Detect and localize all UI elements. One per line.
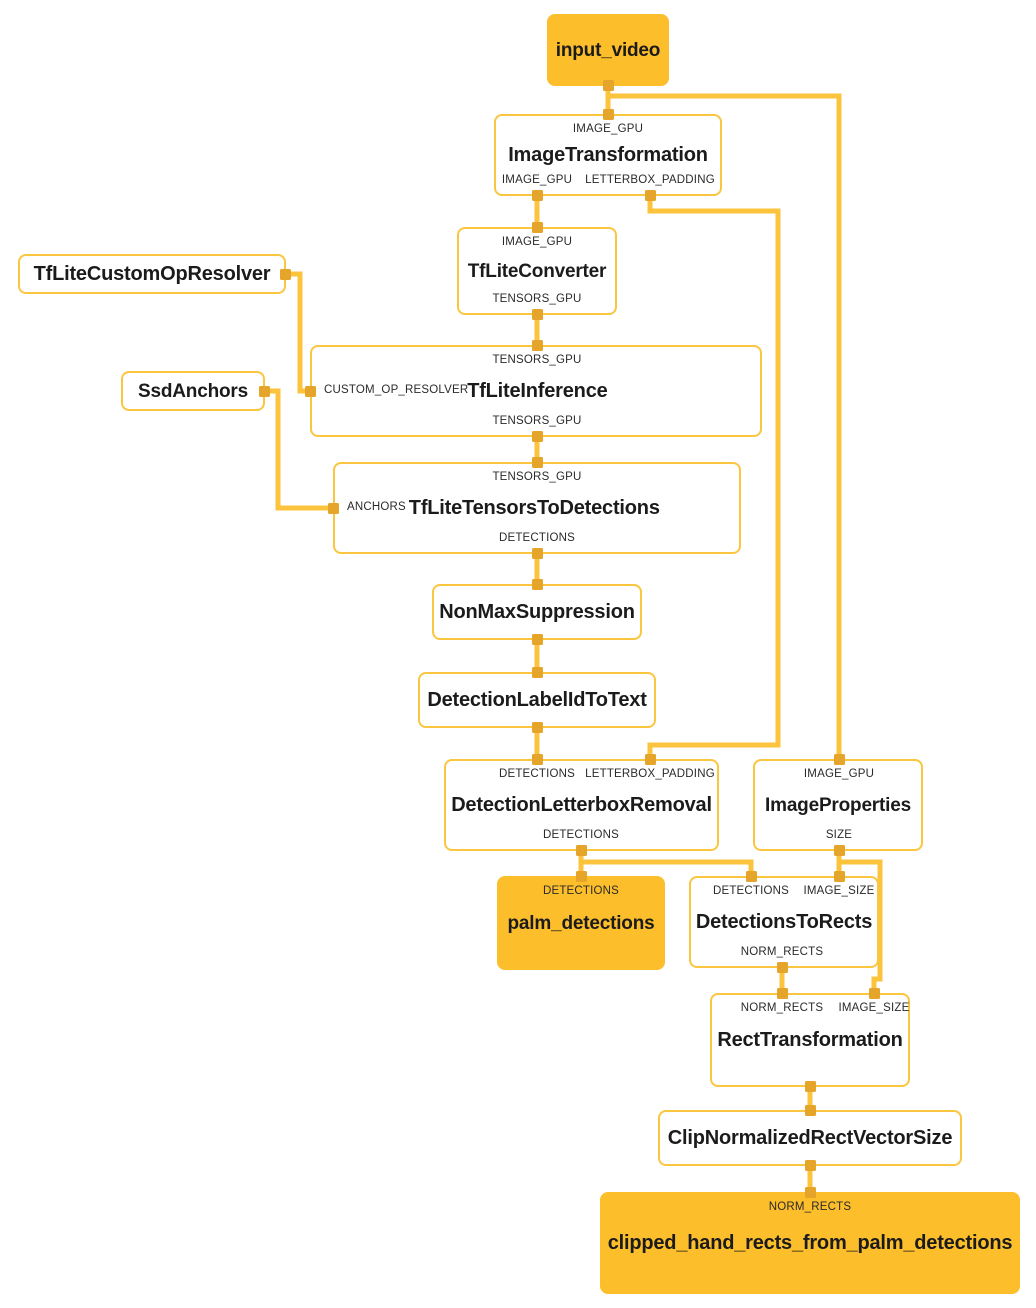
- port-label-RectTransformation-image_size: IMAGE_SIZE: [838, 1002, 910, 1014]
- node-title: palm_detections: [507, 912, 655, 934]
- node-DetectionsToRects[interactable]: DetectionsToRects: [689, 876, 879, 968]
- port-label-TfLiteTensorsToDetections-tensors_gpu: TENSORS_GPU: [492, 471, 582, 483]
- outport-NonMaxSuppression-out[interactable]: [531, 634, 543, 645]
- node-title: RectTransformation: [717, 1029, 903, 1051]
- node-TfLiteConverter[interactable]: TfLiteConverter: [457, 227, 617, 315]
- inport-TfLiteTensorsToDetections-anchors[interactable]: [328, 503, 339, 514]
- port-label-TfLiteInference-custom_op_resolver: CUSTOM_OP_RESOLVER: [324, 384, 469, 396]
- port-label-ImageTransformation-image_gpu: IMAGE_GPU: [572, 123, 644, 135]
- outport-SsdAnchors[interactable]: [259, 386, 270, 397]
- port-label-TfLiteInference-tensors_gpu: TENSORS_GPU: [492, 354, 582, 366]
- port-label-DetectionsToRects-detections: DETECTIONS: [712, 885, 790, 897]
- outport-DetectionLabelIdToText-out[interactable]: [531, 722, 543, 733]
- port-label-ImageTransformation-letterbox_padding: LETTERBOX_PADDING: [585, 174, 715, 186]
- node-ImageTransformation[interactable]: ImageTransformation: [494, 114, 722, 196]
- node-title: ClipNormalizedRectVectorSize: [667, 1127, 953, 1149]
- port-label-TfLiteConverter-image_gpu: IMAGE_GPU: [501, 236, 573, 248]
- outport-ImageTransformation-image_gpu[interactable]: [531, 190, 543, 201]
- outport-DetectionLetterboxRemoval-detections[interactable]: [575, 845, 587, 856]
- node-palm_detections[interactable]: palm_detections: [497, 876, 665, 970]
- port-label-ImageTransformation-image_gpu: IMAGE_GPU: [501, 174, 573, 186]
- node-NonMaxSuppression[interactable]: NonMaxSuppression: [432, 584, 642, 640]
- node-title: ImageTransformation: [508, 144, 708, 166]
- port-label-ImageProperties-size: SIZE: [825, 829, 853, 841]
- outport-ImageTransformation-letterbox_padding[interactable]: [644, 190, 656, 201]
- inport-RectTransformation-norm_rects[interactable]: [776, 988, 788, 999]
- outport-RectTransformation-out[interactable]: [804, 1081, 816, 1092]
- inport-DetectionLabelIdToText-in[interactable]: [531, 667, 543, 678]
- inport-DetectionLetterboxRemoval-letterbox_padding[interactable]: [644, 754, 656, 765]
- node-title: SsdAnchors: [138, 380, 248, 402]
- node-DetectionLetterboxRemoval[interactable]: DetectionLetterboxRemoval: [444, 759, 719, 851]
- port-label-RectTransformation-norm_rects: NORM_RECTS: [740, 1002, 824, 1014]
- node-title: DetectionsToRects: [695, 911, 873, 933]
- port-label-DetectionLetterboxRemoval-detections: DETECTIONS: [542, 829, 620, 841]
- node-ClipNormalizedRectVectorSize[interactable]: ClipNormalizedRectVectorSize: [658, 1110, 962, 1166]
- port-label-TfLiteInference-tensors_gpu: TENSORS_GPU: [492, 415, 582, 427]
- node-title: clipped_hand_rects_from_palm_detections: [607, 1232, 1013, 1254]
- outport-TfLiteCustomOpResolver[interactable]: [280, 269, 291, 280]
- node-title: DetectionLetterboxRemoval: [451, 794, 712, 816]
- inport-RectTransformation-image_size[interactable]: [868, 988, 880, 999]
- port-label-DetectionLetterboxRemoval-detections: DETECTIONS: [498, 768, 576, 780]
- outport-DetectionsToRects-norm_rects[interactable]: [776, 962, 788, 973]
- inport-ClipNormalizedRectVectorSize-in[interactable]: [804, 1105, 816, 1116]
- node-TfLiteCustomOpResolver[interactable]: TfLiteCustomOpResolver: [18, 254, 286, 294]
- node-title: DetectionLabelIdToText: [427, 689, 647, 711]
- node-DetectionLabelIdToText[interactable]: DetectionLabelIdToText: [418, 672, 656, 728]
- port-label-DetectionsToRects-norm_rects: NORM_RECTS: [740, 946, 824, 958]
- node-title: input_video: [555, 39, 661, 61]
- port-label-TfLiteConverter-tensors_gpu: TENSORS_GPU: [492, 293, 582, 305]
- port-label-TfLiteTensorsToDetections-anchors: ANCHORS: [347, 501, 406, 513]
- outport-ClipNormalizedRectVectorSize-out[interactable]: [804, 1160, 816, 1171]
- port-label-ImageProperties-image_gpu: IMAGE_GPU: [803, 768, 875, 780]
- outport-ImageProperties-size[interactable]: [833, 845, 845, 856]
- node-input_video[interactable]: input_video: [547, 14, 669, 86]
- inport-TfLiteConverter-image_gpu[interactable]: [531, 222, 543, 233]
- node-title: ImageProperties: [765, 794, 911, 816]
- inport-DetectionsToRects-image_size[interactable]: [833, 871, 845, 882]
- inport-clipped_hand_rects_from_palm_detections-norm_rects[interactable]: [804, 1187, 816, 1198]
- inport-DetectionsToRects-detections[interactable]: [745, 871, 757, 882]
- inport-ImageTransformation-image_gpu[interactable]: [602, 109, 614, 120]
- node-title: TfLiteTensorsToDetections: [408, 497, 660, 519]
- inport-ImageProperties-image_gpu[interactable]: [833, 754, 845, 765]
- inport-TfLiteInference-custom_op_resolver[interactable]: [305, 386, 316, 397]
- outport-input_video-out[interactable]: [602, 80, 614, 91]
- node-title: TfLiteConverter: [467, 260, 607, 282]
- node-title: NonMaxSuppression: [439, 601, 635, 623]
- port-label-TfLiteTensorsToDetections-detections: DETECTIONS: [498, 532, 576, 544]
- node-title: TfLiteCustomOpResolver: [33, 263, 271, 285]
- node-SsdAnchors[interactable]: SsdAnchors: [121, 371, 265, 411]
- edge-customopresolver-to-tfliteinference: [288, 271, 308, 394]
- node-RectTransformation[interactable]: RectTransformation: [710, 993, 910, 1087]
- inport-DetectionLetterboxRemoval-detections[interactable]: [531, 754, 543, 765]
- inport-TfLiteTensorsToDetections-tensors_gpu[interactable]: [531, 457, 543, 468]
- outport-TfLiteConverter-tensors_gpu[interactable]: [531, 309, 543, 320]
- edge-letterboxremoval-to-detectionstorects: [581, 859, 754, 874]
- outport-TfLiteInference-tensors_gpu[interactable]: [531, 431, 543, 442]
- port-label-DetectionsToRects-image_size: IMAGE_SIZE: [803, 885, 875, 897]
- outport-TfLiteTensorsToDetections-detections[interactable]: [531, 548, 543, 559]
- port-label-DetectionLetterboxRemoval-letterbox_padding: LETTERBOX_PADDING: [585, 768, 715, 780]
- node-title: TfLiteInference: [467, 380, 608, 402]
- port-label-clipped_hand_rects_from_palm_detections-norm_rects: NORM_RECTS: [768, 1201, 852, 1213]
- port-label-palm_detections-detections: DETECTIONS: [542, 885, 620, 897]
- inport-palm_detections-detections[interactable]: [575, 871, 587, 882]
- inport-TfLiteInference-tensors_gpu[interactable]: [531, 340, 543, 351]
- inport-NonMaxSuppression-in[interactable]: [531, 579, 543, 590]
